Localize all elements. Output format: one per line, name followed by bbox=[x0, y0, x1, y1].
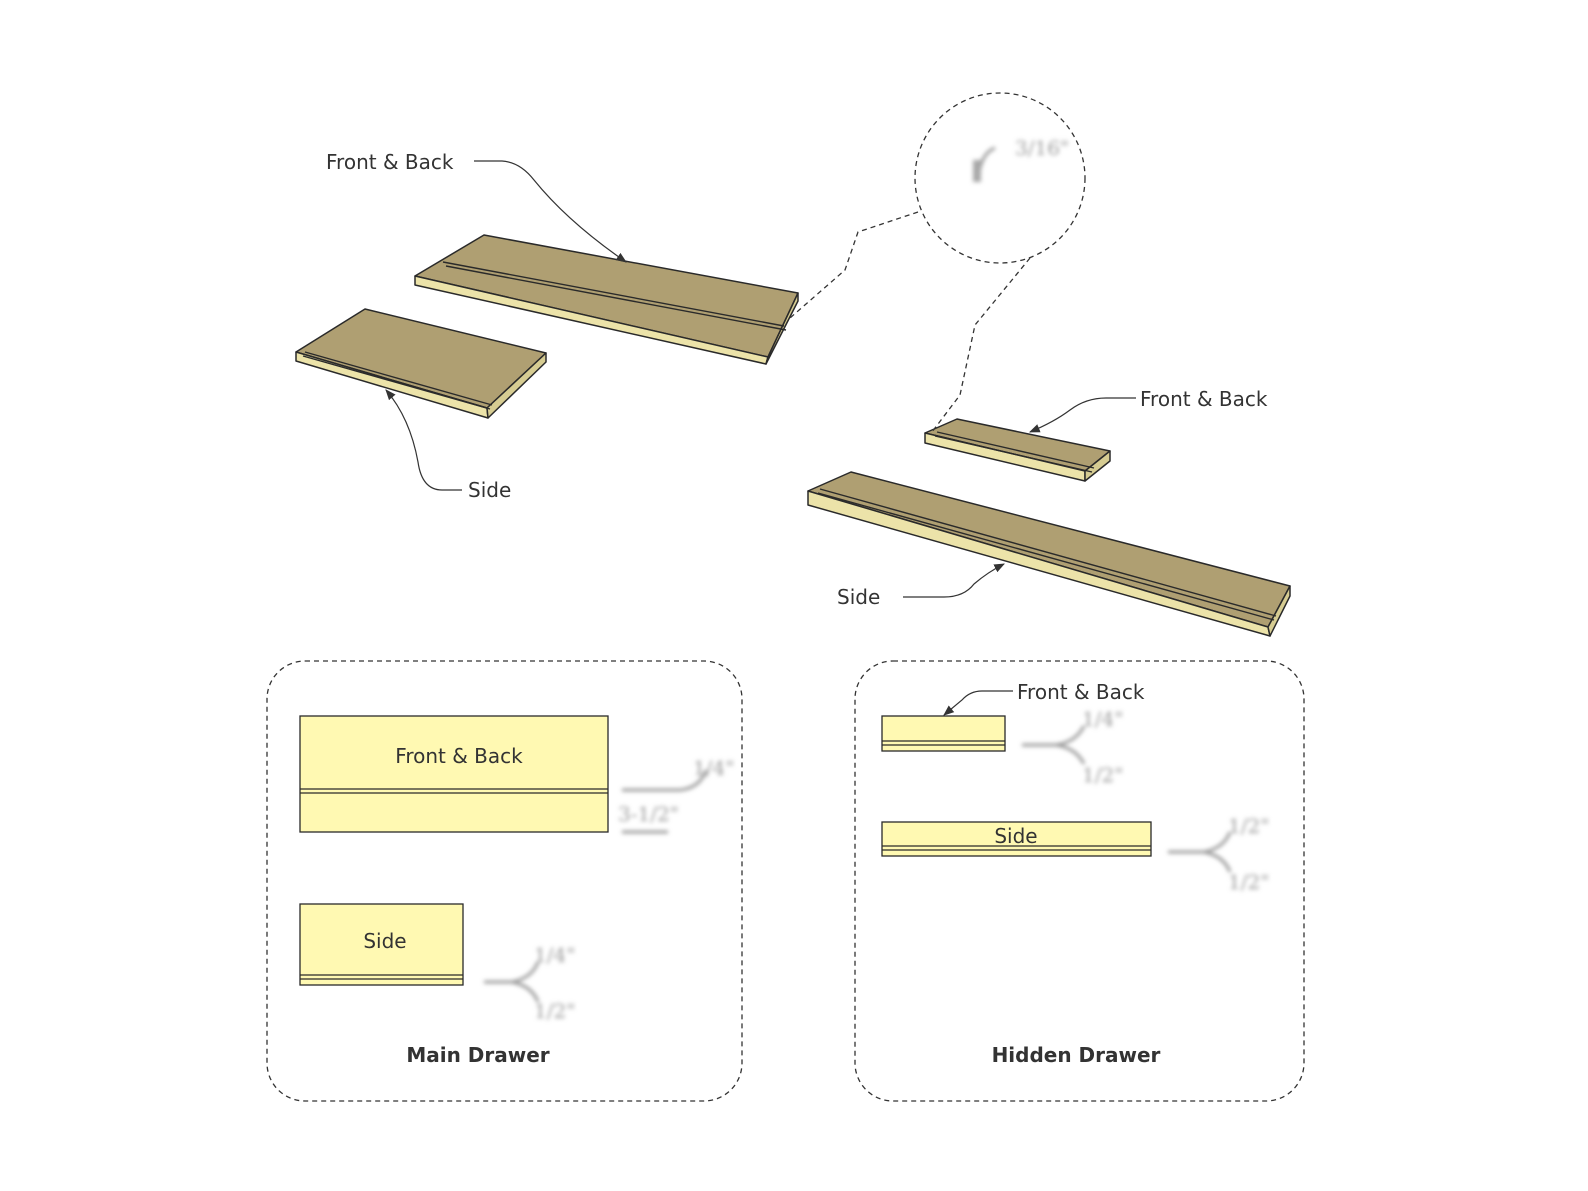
hidden-front-back-groove-dim: 1/4" bbox=[1082, 707, 1123, 731]
main-front-back-label: Front & Back bbox=[395, 744, 523, 768]
main-front-back-height-dim: 3-1/2" bbox=[618, 802, 679, 826]
main-side-offset-dim: 1/2" bbox=[534, 999, 575, 1023]
hidden-side-callout-label: Side bbox=[837, 585, 880, 609]
hidden-side-bottom-dim: 1/2" bbox=[1228, 870, 1269, 894]
hidden-side-dimensions: 1/2" 1/2" bbox=[1168, 814, 1269, 894]
main-side-callout-label: Side bbox=[468, 478, 511, 502]
hidden-front-back-callout-label: Front & Back bbox=[1140, 387, 1268, 411]
hidden-drawer-panel: Front & Back 1/4" 1/2" Side 1/2" 1/2" Hi… bbox=[854, 660, 1305, 1102]
groove-detail-callout: 3/16" bbox=[789, 92, 1086, 433]
main-side-elevation: Side 1/4" 1/2" bbox=[299, 903, 575, 1023]
hidden-front-back-label: Front & Back bbox=[1017, 680, 1145, 704]
callout-main-front-back: Front & Back bbox=[326, 150, 627, 263]
hidden-front-back-dimensions: 1/4" 1/2" bbox=[1022, 707, 1123, 787]
main-side-groove-dim: 1/4" bbox=[534, 943, 575, 967]
hidden-front-back-board bbox=[924, 418, 1111, 482]
hidden-front-back-elevation: Front & Back 1/4" 1/2" bbox=[881, 680, 1145, 787]
hidden-side-top-dim: 1/2" bbox=[1228, 814, 1269, 838]
hidden-drawer-title: Hidden Drawer bbox=[992, 1043, 1161, 1067]
hidden-side-elevation: Side 1/2" 1/2" bbox=[881, 814, 1269, 894]
callout-hidden-side: Side bbox=[837, 563, 1005, 609]
groove-depth-label: 3/16" bbox=[1015, 136, 1069, 160]
main-side-board bbox=[295, 308, 547, 419]
hidden-front-back-offset-dim: 1/2" bbox=[1082, 763, 1123, 787]
main-front-back-dimensions: 1/4" 3-1/2" bbox=[618, 756, 734, 834]
hidden-side-label: Side bbox=[994, 824, 1037, 848]
callout-main-side: Side bbox=[385, 389, 511, 502]
main-side-label: Side bbox=[363, 929, 406, 953]
hidden-side-board bbox=[807, 471, 1291, 637]
main-front-back-callout-label: Front & Back bbox=[326, 150, 454, 174]
callout-hidden-front-back: Front & Back bbox=[1029, 387, 1268, 433]
main-front-back-elevation: Front & Back 1/4" 3-1/2" bbox=[299, 715, 734, 834]
main-front-back-board bbox=[414, 234, 799, 365]
main-drawer-panel: Front & Back 1/4" 3-1/2" Side 1/4" 1/2" … bbox=[266, 660, 743, 1102]
main-front-back-groove-dim: 1/4" bbox=[693, 756, 734, 780]
main-drawer-title: Main Drawer bbox=[406, 1043, 549, 1067]
main-side-dimensions: 1/4" 1/2" bbox=[484, 943, 575, 1023]
